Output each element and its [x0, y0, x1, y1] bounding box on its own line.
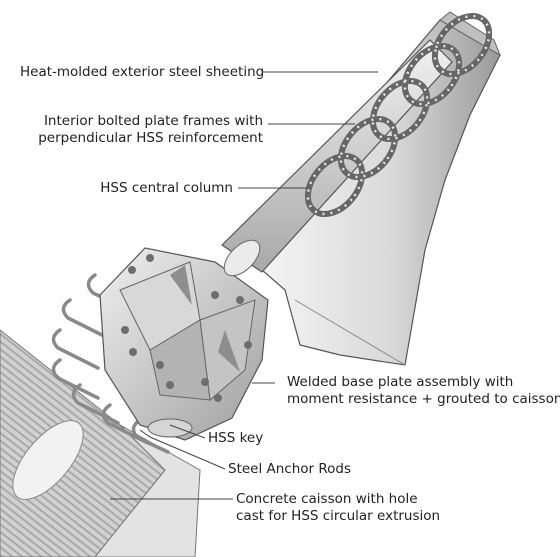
- label-sheeting: Heat-molded exterior steel sheeting: [20, 64, 265, 80]
- label-rods: Steel Anchor Rods: [228, 461, 352, 477]
- label-frames-line2: perpendicular HSS reinforcement: [38, 130, 263, 146]
- label-base-line1: Welded base plate assembly with: [287, 374, 514, 390]
- leader-rods: [139, 429, 226, 470]
- label-column: HSS central column: [100, 180, 233, 196]
- hss-key: [147, 418, 193, 438]
- steel-anchor-rods: [51, 273, 170, 454]
- bolted-plate-frames: [304, 13, 493, 217]
- label-frames-line1: Interior bolted plate frames with: [43, 113, 263, 129]
- label-base-line2: moment resistance + grouted to caisson: [287, 391, 560, 407]
- base-plate-assembly: [99, 247, 269, 441]
- label-caisson-line1: Concrete caisson with hole: [236, 491, 418, 507]
- concrete-caisson: [0, 329, 201, 557]
- label-caisson-line2: cast for HSS circular extrusion: [236, 508, 441, 524]
- label-key: HSS key: [208, 430, 264, 446]
- leader-lines: [110, 71, 378, 500]
- leader-key: [169, 424, 206, 439]
